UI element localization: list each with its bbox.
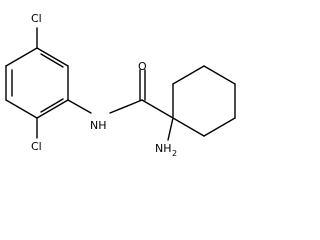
cyclohexane-ring	[172, 65, 236, 137]
carbonyl-oxygen-label: O	[138, 60, 147, 73]
amine-subscript: 2	[172, 149, 177, 158]
cyclohexane-bond-3	[203, 65, 236, 85]
bond-amide-n-to-carbonyl	[109, 99, 143, 114]
bond-cyclohexyl-to-amine	[167, 117, 174, 141]
cyclohexane-bond-6	[172, 117, 205, 137]
cyclohexane-bond-5	[203, 117, 236, 137]
cyclohexane-bond-2	[172, 65, 205, 85]
amine-nh-text: NH	[155, 142, 172, 155]
ring-bond-1	[5, 47, 38, 67]
chlorine-bottom-label: Cl	[31, 140, 42, 153]
ring-double-bond-inner-3	[40, 53, 64, 68]
benzene-ring	[5, 47, 69, 119]
ring-double-bond-inner-2	[40, 98, 64, 113]
amide-nh-label: NH	[90, 119, 107, 132]
ring-bond-4	[36, 99, 69, 119]
ring-bond-3	[5, 99, 38, 119]
molecule-structure: Cl Cl NH O NH 2	[5, 12, 236, 158]
bond-ring-to-amide-n	[67, 99, 92, 114]
ring-bond-6	[36, 47, 69, 67]
chlorine-top-label: Cl	[31, 12, 42, 25]
bond-carbonyl-to-cyclohexyl	[141, 99, 174, 119]
amine-label: NH 2	[155, 142, 177, 158]
